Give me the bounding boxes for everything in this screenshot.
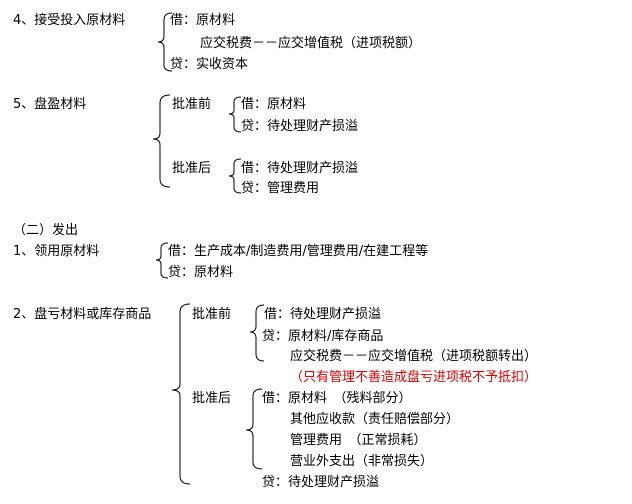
s2-after-admin-expense: 管理费用 （正常损耗）	[290, 433, 427, 448]
s2-title: 2、盘亏材料或库存商品	[13, 307, 152, 322]
s5-after-label: 批准后	[172, 161, 212, 176]
s2-note-red: （只有管理不善造成盘亏进项税不予抵扣）	[290, 370, 538, 385]
s4-tax-line: 应交税费－－应交增值税（进项税额）	[200, 36, 422, 51]
s5-after-debit: 借：待处理财产损溢	[241, 161, 359, 176]
s4-title: 4、接受投入原材料	[13, 13, 126, 28]
s2-before-debit: 借：待处理财产损溢	[264, 307, 382, 322]
brace-s5-before	[228, 96, 242, 133]
s4-credit-line: 贷：实收资本	[170, 57, 249, 72]
s1-debit-line: 借：生产成本/制造费用/管理费用/在建工程等	[168, 244, 429, 259]
section-two-title: （二）发出	[13, 223, 79, 238]
s5-title: 5、盘盈材料	[13, 97, 87, 112]
brace-s2-outer	[171, 303, 191, 485]
s2-after-nonop-expense: 营业外支出（非常损失）	[290, 454, 434, 469]
s2-after-debit: 借：原材料 （残料部分）	[262, 391, 412, 406]
s1-title: 1、领用原材料	[13, 244, 100, 259]
s1-credit-line: 贷：原材料	[168, 265, 234, 280]
brace-s5-after	[228, 158, 242, 194]
s2-after-receivable: 其他应收款（责任赔偿部分）	[290, 412, 460, 427]
brace-s1	[155, 242, 169, 279]
s2-after-label: 批准后	[192, 391, 232, 406]
brace-s2-after	[245, 388, 263, 470]
s4-debit-line: 借：原材料	[170, 13, 236, 28]
s5-before-debit: 借：原材料	[241, 97, 307, 112]
s2-after-credit: 贷：待处理财产损溢	[262, 475, 380, 490]
s5-before-credit: 贷：待处理财产损溢	[241, 119, 359, 134]
s2-before-label: 批准前	[192, 307, 232, 322]
s5-after-credit: 贷：管理费用	[241, 181, 320, 196]
brace-s2-before	[249, 304, 265, 362]
s5-before-label: 批准前	[172, 97, 212, 112]
s2-before-tax-line: 应交税费－－应交增值税（进项税额转出）	[290, 349, 538, 364]
brace-s5-outer	[152, 94, 171, 188]
brace-s4	[157, 12, 173, 72]
s2-before-credit: 贷：原材料/库存商品	[262, 329, 384, 344]
